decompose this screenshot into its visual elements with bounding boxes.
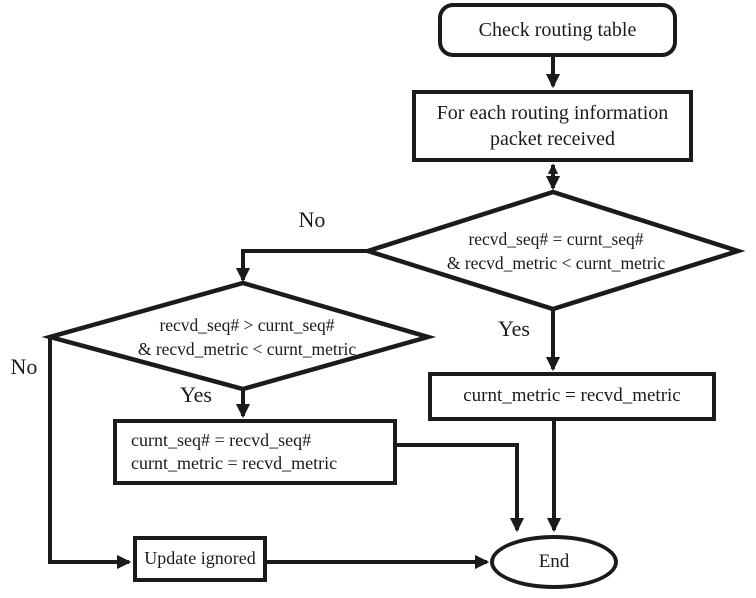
connector-decision2-no (48, 337, 132, 570)
update-ignored-label: Update ignored (144, 548, 256, 569)
update-metric-label: curnt_metric = recvd_metric (463, 385, 681, 407)
decision1-no-label: No (298, 207, 326, 232)
update-metric-node: curnt_metric = recvd_metric (428, 372, 716, 421)
end-node-label: End (538, 550, 570, 572)
connector-update-seq-to-end (397, 443, 525, 533)
start-node: Check routing table (438, 3, 677, 57)
update-seq-line2: curnt_metric = recvd_metric (131, 453, 338, 473)
decision2-label: recvd_seq# > curnt_seq# & recvd_metric <… (87, 313, 407, 361)
update-ignored-node: Update ignored (133, 536, 267, 582)
decision2-yes-label: Yes (179, 382, 212, 407)
decision1-line2: & recvd_metric < curnt_metric (446, 253, 666, 274)
foreach-node-line2: packet received (490, 128, 615, 150)
decision1-line1: recvd_seq# = curnt_seq# (468, 229, 644, 249)
foreach-packet-node: For each routing information packet rece… (412, 90, 693, 162)
decision2-no-label: No (10, 354, 38, 379)
connector-decision1-no (235, 249, 367, 283)
decision2-line1: recvd_seq# > curnt_seq# (159, 315, 335, 335)
update-seq-metric-node: curnt_seq# = recvd_seq# curnt_metric = r… (113, 419, 397, 485)
end-node: End (490, 535, 618, 589)
foreach-node-line1: For each routing information (436, 102, 669, 124)
update-seq-line1: curnt_seq# = recvd_seq# (131, 429, 312, 450)
decision2-line2: & recvd_metric < curnt_metric (137, 339, 357, 360)
decision1-label: recvd_seq# = curnt_seq# & recvd_metric <… (396, 227, 716, 275)
decision1-yes-label: Yes (497, 316, 530, 341)
start-node-label: Check routing table (478, 19, 637, 41)
